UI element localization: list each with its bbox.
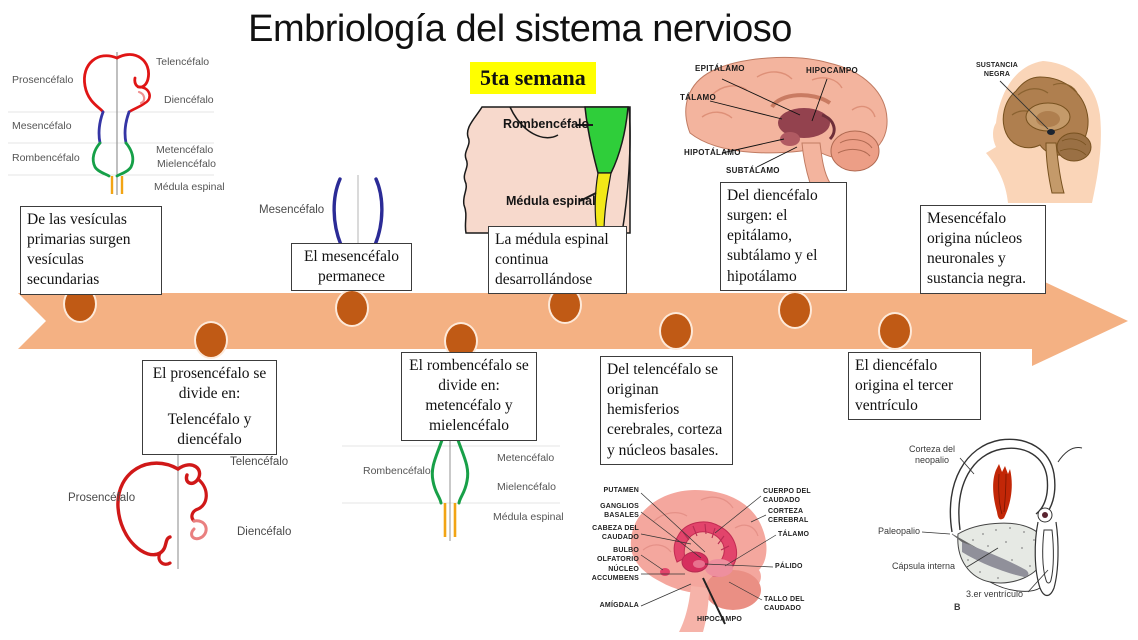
illustration-diencephalon-brain: EPITÁLAMO HIPOCAMPO TÁLAMO HIPOTÁLAMO SU… (662, 55, 910, 185)
label-talamo-basal: TÁLAMO (778, 531, 810, 538)
label-prosencefalo: Prosencéfalo (12, 74, 74, 86)
event-line-2: Telencéfalo y diencéfalo (167, 411, 252, 449)
label-nucleo-accumbens: NÚCLEO ACCUMBENS (591, 566, 639, 582)
diencephalon-brain-drawing (685, 57, 888, 184)
label-mesencefalo: Mesencéfalo (12, 120, 72, 132)
illustration-prosencephalon-sketch: Prosencéfalo Telencéfalo Diencéfalo (58, 445, 298, 575)
label-sustancia-negra: SUSTANCIA NEGRA (975, 62, 1019, 78)
label-hipocampo-basal: HIPOCAMPO (697, 616, 742, 623)
event-box-rombencefalo-divide: El rombencéfalo se divide en: metencéfal… (401, 352, 537, 441)
basal-ganglia-drawing (630, 490, 777, 632)
week-badge: 5ta semana (470, 62, 596, 94)
label-metencefalo-sketch: Metencéfalo (497, 452, 555, 464)
label-medula-embryo: Médula espinal (506, 194, 596, 208)
label-rombencefalo: Rombencéfalo (12, 152, 80, 164)
event-box-prosencefalo-divide: El prosencéfalo se divide en: Telencéfal… (142, 360, 277, 455)
event-box-mesencefalo-nucleos: Mesencéfalo origina núcleos neuronales y… (920, 205, 1046, 294)
timeline-dot (194, 321, 228, 359)
label-metencefalo: Metencéfalo (156, 144, 214, 156)
prosencephalon-drawing (116, 449, 208, 569)
label-telencefalo-sketch: Telencéfalo (230, 456, 289, 468)
event-box-telencefalo-origina: Del telencéfalo se originan hemisferios … (600, 356, 733, 465)
event-box-mesencefalo-permanece: El mesencéfalo permanece (291, 243, 412, 292)
illustration-neural-tube: Prosencéfalo Mesencéfalo Rombencéfalo Te… (8, 30, 225, 198)
label-cabeza-caudado: CABEZA DEL CAUDADO (592, 525, 639, 541)
label-mesencefalo-sketch: Mesencéfalo (259, 204, 325, 216)
label-diencefalo: Diencéfalo (164, 94, 214, 106)
label-subtalamo: SUBTÁLAMO (726, 166, 780, 175)
label-ganglios-basales: GANGLIOS BASALES (600, 503, 639, 519)
label-figure-letter: B (954, 602, 961, 612)
page-title: Embriología del sistema nervioso (248, 8, 792, 50)
label-medula-espinal: Médula espinal (154, 181, 225, 193)
label-rombencefalo-embryo: Rombencéfalo (503, 117, 590, 131)
label-putamen: PUTAMEN (603, 487, 639, 494)
illustration-basal-ganglia-brain: PUTAMEN GANGLIOS BASALES CABEZA DEL CAUD… (583, 478, 838, 636)
timeline-dot (878, 312, 912, 350)
event-line-1: El prosencéfalo se divide en: (152, 365, 267, 403)
label-corteza-cerebral: CORTEZA CEREBRAL (768, 508, 809, 524)
illustration-coronal-section: Corteza del neopalio Paleopalio Cápsula … (878, 422, 1093, 622)
neural-tube-drawing (8, 52, 214, 195)
timeline-dot (335, 289, 369, 327)
mesencephalon-drawing (332, 175, 384, 248)
event-box-diencefalo-ventriculo: El diencéfalo origina el tercer ventrícu… (848, 352, 981, 421)
label-prosencefalo-sketch: Prosencéfalo (68, 492, 136, 504)
coronal-section-drawing (921, 438, 1083, 597)
label-mielencefalo: Mielencéfalo (157, 158, 216, 170)
label-mielencefalo-sketch: Mielencéfalo (497, 481, 556, 493)
label-telencefalo: Telencéfalo (156, 56, 210, 68)
label-medula-sketch: Médula espinal (493, 511, 564, 523)
label-tercer-ventriculo: 3.er ventrículo (966, 589, 1024, 599)
rhombencephalon-drawing (342, 437, 560, 541)
timeline-dot (778, 291, 812, 329)
label-epitalamo: EPITÁLAMO (695, 64, 745, 73)
label-diencefalo-sketch: Diencéfalo (237, 526, 292, 538)
label-tallo-caudado: TALLO DEL CAUDADO (764, 596, 805, 612)
label-bulbo-olfatorio: BULBO OLFATORIO (597, 547, 639, 563)
label-hipocampo: HIPOCAMPO (806, 66, 859, 75)
illustration-mesencephalon-sketch: Mesencéfalo (255, 175, 400, 251)
label-cuerpo-caudado: CUERPO DEL CAUDADO (763, 488, 811, 504)
label-corteza-neopalio: Corteza del neopalio (908, 444, 956, 465)
label-hipotalamo: HIPOTÁLAMO (684, 148, 741, 157)
illustration-rhombencephalon-sketch: Rombencéfalo Metencéfalo Mielencéfalo Mé… (342, 435, 564, 547)
label-rombencefalo-sketch: Rombencéfalo (363, 465, 431, 477)
label-amigdala: AMÍGDALA (599, 602, 639, 609)
event-box-medula-espinal: La médula espinal continua desarrollándo… (488, 226, 627, 295)
substantia-head-drawing (986, 61, 1101, 203)
week5-embryo-drawing (462, 106, 631, 234)
label-paleopalio: Paleopalio (878, 526, 921, 536)
illustration-week5-embryo: Rombencéfalo Médula espinal (452, 105, 634, 235)
event-box-vesiculas: De las vesículas primarias surgen vesícu… (20, 206, 162, 295)
event-box-diencefalo-surgen: Del diencéfalo surgen: el epitálamo, sub… (720, 182, 847, 291)
timeline-dot (659, 312, 693, 350)
label-capsula-interna: Cápsula interna (892, 561, 956, 571)
illustration-substantia-head: SUSTANCIA NEGRA (948, 55, 1113, 205)
label-palido: PÁLIDO (775, 563, 803, 570)
label-talamo: TÁLAMO (680, 93, 717, 102)
